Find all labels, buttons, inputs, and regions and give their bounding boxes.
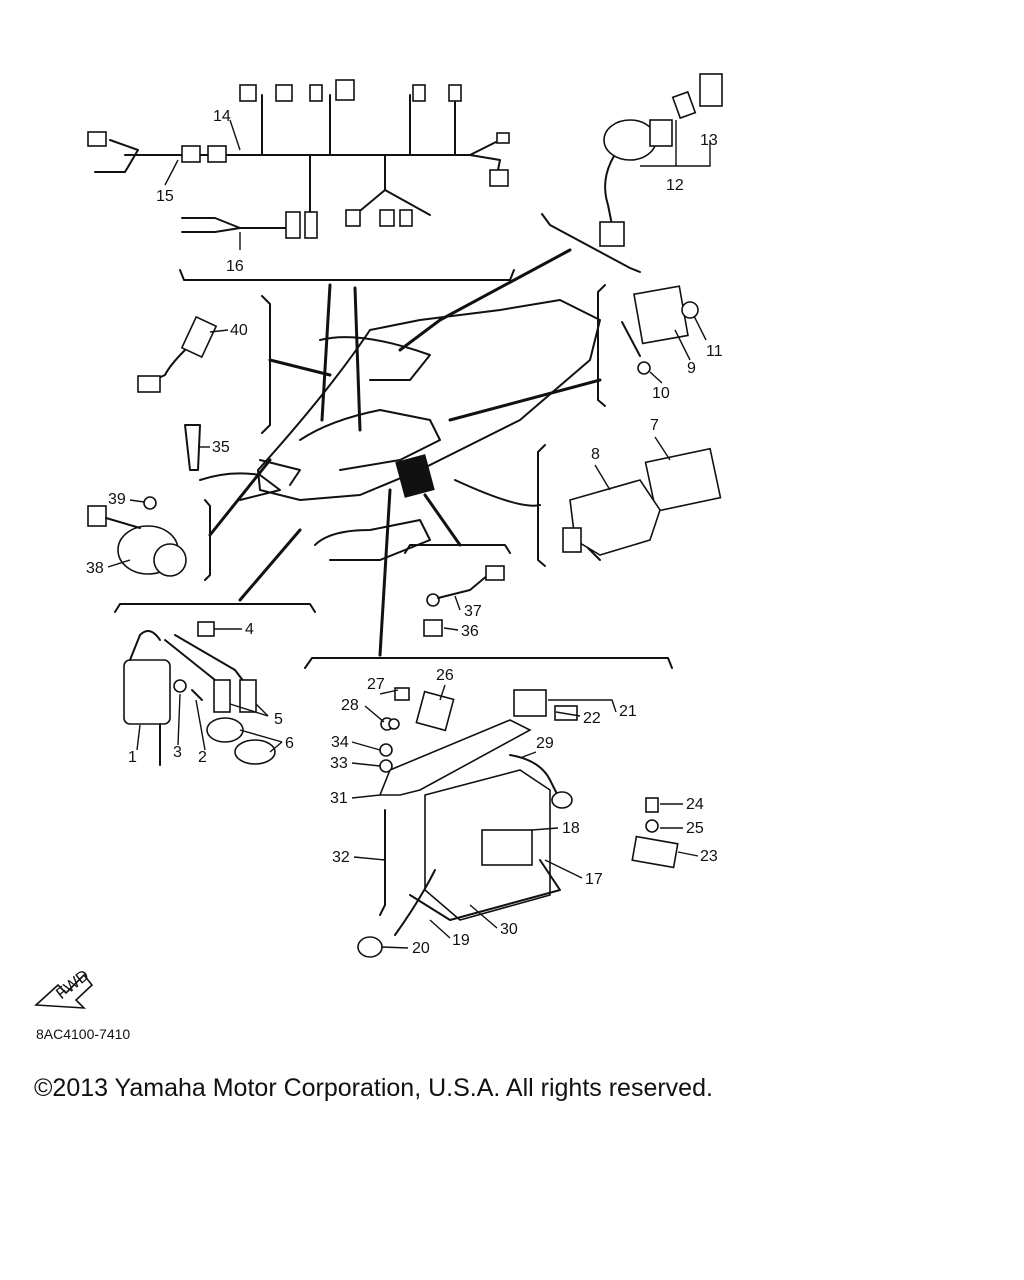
part-label-35: 35 (212, 439, 230, 456)
part-label-29: 29 (536, 735, 554, 752)
diagram-code: 8AC4100-7410 (36, 1026, 131, 1042)
right-bracket-group (537, 284, 722, 567)
part-label-40: 40 (230, 322, 248, 339)
part-label-16: 16 (226, 258, 244, 275)
part-label-6: 6 (285, 735, 294, 752)
part-label-11: 11 (706, 343, 723, 360)
part-40-sensor (137, 315, 218, 393)
main-switch-group (541, 73, 723, 273)
ignition-coil-group (114, 603, 316, 766)
part-label-20: 20 (412, 940, 430, 957)
part-label-28: 28 (341, 697, 359, 714)
part-label-33: 33 (330, 755, 348, 772)
part-label-7: 7 (650, 417, 659, 434)
part-36-37-group (404, 544, 511, 637)
copyright-notice: ©2013 Yamaha Motor Corporation, U.S.A. A… (34, 1074, 713, 1102)
part-label-26: 26 (436, 667, 454, 684)
part-label-2: 2 (198, 749, 207, 766)
part-label-37: 37 (464, 603, 482, 620)
part-label-18: 18 (562, 820, 580, 837)
fwd-direction-icon: FWD (34, 967, 94, 1009)
part-label-34: 34 (331, 734, 349, 751)
part-label-12: 12 (666, 177, 684, 194)
part-label-21: 21 (619, 703, 637, 720)
label-leaders (107, 119, 707, 949)
battery-group (304, 657, 679, 958)
part-label-1: 1 (128, 749, 137, 766)
part-label-38: 38 (86, 560, 104, 577)
part-labels: 1 2 3 4 5 6 7 8 9 10 11 12 13 14 15 16 1… (86, 108, 723, 957)
part-label-30: 30 (500, 921, 518, 938)
part-label-14: 14 (213, 108, 231, 125)
part-38-unit (87, 496, 187, 577)
part-label-5: 5 (274, 711, 283, 728)
left-bracket-group (204, 295, 271, 581)
part-label-39: 39 (108, 491, 126, 508)
part-label-31: 31 (330, 790, 348, 807)
part-label-4: 4 (245, 621, 254, 638)
part-label-23: 23 (700, 848, 718, 865)
part-label-17: 17 (585, 871, 603, 888)
snowmobile-body (199, 299, 601, 561)
part-label-10: 10 (652, 385, 670, 402)
part-label-19: 19 (452, 932, 470, 949)
part-label-25: 25 (686, 820, 704, 837)
part-label-32: 32 (332, 849, 350, 866)
part-label-27: 27 (367, 676, 385, 693)
part-label-22: 22 (583, 710, 601, 727)
wire-harness-group (87, 79, 515, 281)
part-label-8: 8 (591, 446, 600, 463)
leader-lines (208, 248, 602, 657)
part-label-9: 9 (687, 360, 696, 377)
part-label-24: 24 (686, 796, 704, 813)
part-label-36: 36 (461, 623, 479, 640)
part-label-13: 13 (700, 132, 718, 149)
part-label-3: 3 (173, 744, 182, 761)
part-35-band (184, 424, 201, 471)
part-label-15: 15 (156, 188, 174, 205)
